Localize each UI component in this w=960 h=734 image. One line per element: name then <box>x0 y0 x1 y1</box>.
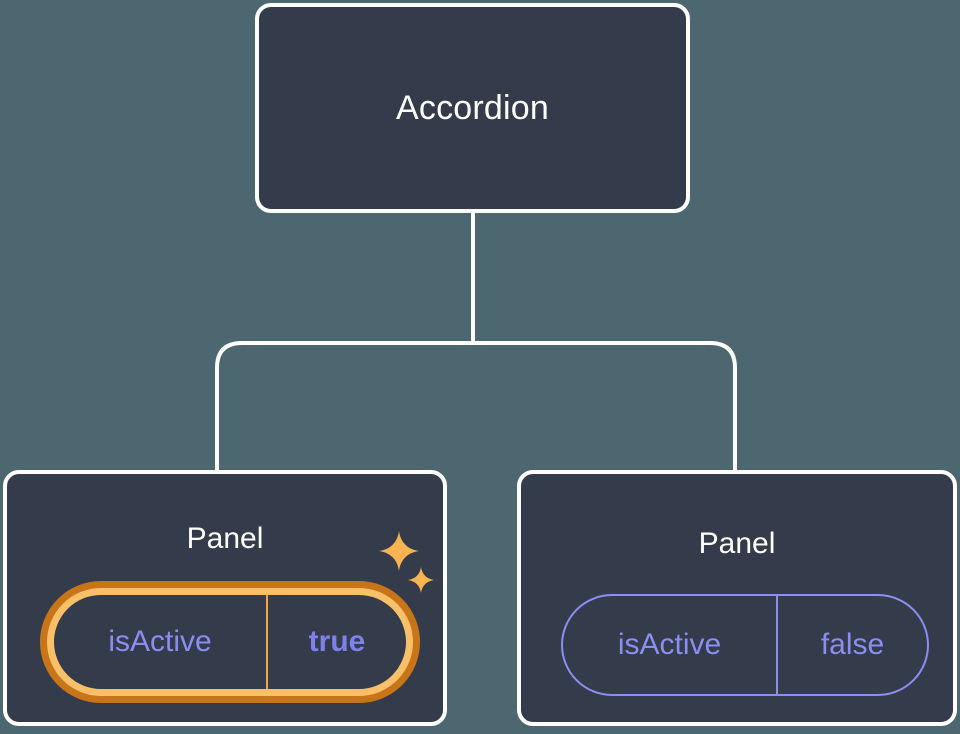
prop-pill-isactive-true[interactable]: isActive true <box>40 581 420 703</box>
prop-pill-isactive-false[interactable]: isActive false <box>561 594 929 696</box>
edge-to-panel-left <box>215 341 473 470</box>
node-accordion[interactable]: Accordion <box>255 3 690 213</box>
node-panel-right-label: Panel <box>698 527 776 560</box>
edge-to-panel-right <box>473 341 737 470</box>
node-panel-left-label: Panel <box>186 522 264 555</box>
prop-key-isactive: isActive <box>617 628 722 661</box>
prop-pill-inner-ring: isActive true <box>47 588 413 696</box>
node-accordion-label: Accordion <box>396 89 549 127</box>
prop-value-true: true <box>266 595 406 689</box>
prop-value-false: false <box>776 596 927 694</box>
node-panel-right[interactable]: Panel isActive false <box>517 470 957 726</box>
prop-key-isactive: isActive <box>108 625 212 658</box>
node-panel-left[interactable]: Panel isActive true <box>3 470 447 726</box>
